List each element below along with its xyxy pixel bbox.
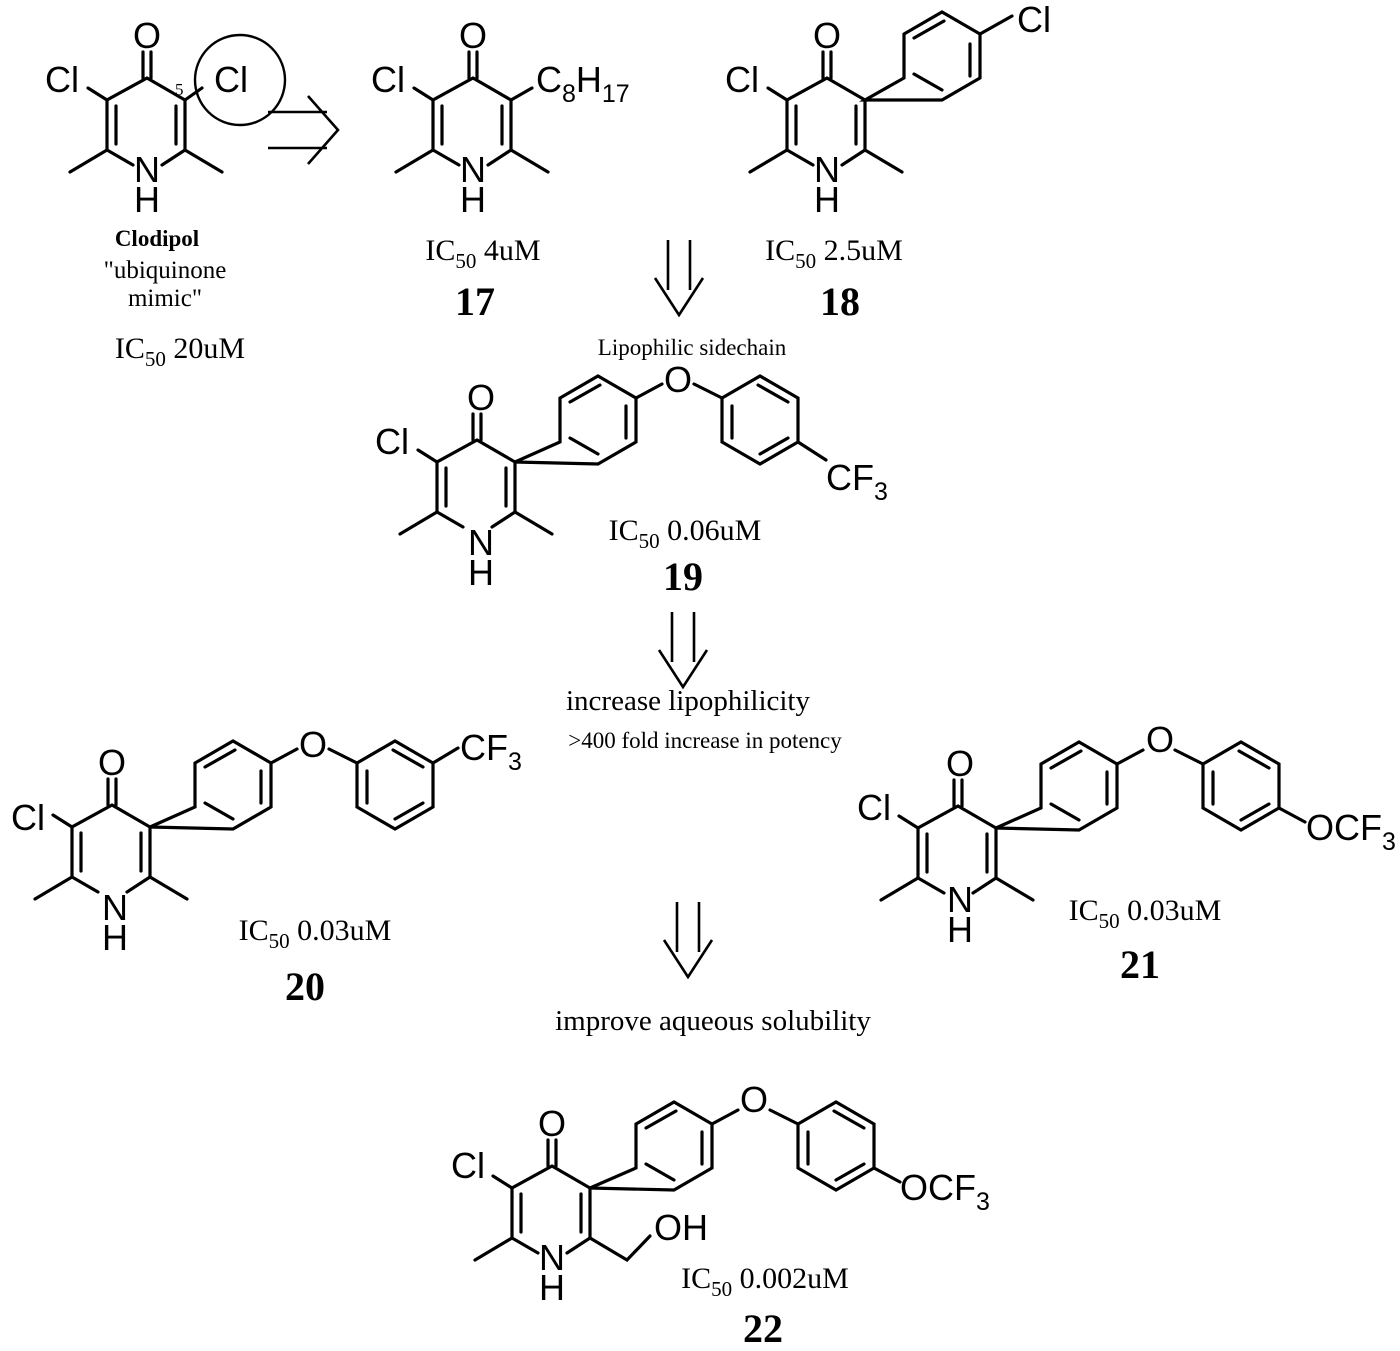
step-1-label: Lipophilic sidechain — [598, 335, 787, 360]
compound-19-ic50: IC50 0.06uM — [609, 514, 762, 553]
nitrogen-label: N — [134, 149, 160, 190]
down-arrow-1 — [653, 240, 705, 318]
chlorine-label: Cl — [45, 59, 79, 100]
ether-oxygen-label: O — [1146, 719, 1174, 760]
clodipol-description-line1: "ubiquinone — [104, 257, 227, 284]
hydrogen-label: H — [460, 179, 486, 220]
trifluoromethyl-label: CF3 — [826, 457, 888, 506]
clodipol-ic50: IC50 20uM — [115, 332, 245, 371]
nitrogen-label: N — [814, 149, 840, 190]
down-arrow-2 — [657, 612, 709, 690]
step-2-detail: >400 fold increase in potency — [568, 728, 842, 753]
compound-22-number: 22 — [743, 1306, 783, 1351]
chlorine-label: Cl — [11, 797, 45, 838]
chlorine-5-label: Cl — [214, 59, 248, 100]
octyl-label: C8H17 — [536, 59, 630, 108]
oxygen-label: O — [459, 15, 487, 56]
clodipol-description-line2: mimic" — [128, 285, 202, 312]
compound-17-ic50: IC50 4uM — [425, 234, 540, 273]
compound-19-number: 19 — [663, 554, 703, 599]
compound-18-ic50: IC50 2.5uM — [765, 234, 903, 273]
nitrogen-label: N — [947, 879, 973, 920]
oxygen-label: O — [133, 15, 161, 56]
compound-21-number: 21 — [1120, 942, 1160, 987]
hydrogen-label: H — [814, 179, 840, 220]
hydrogen-label: H — [134, 179, 160, 220]
hydrogen-label: H — [468, 552, 494, 593]
compound-17-structure: O Cl N H C8H17 IC50 4uM 17 — [371, 15, 630, 324]
hydrogen-label: H — [539, 1267, 565, 1308]
position-5-label: 5 — [175, 80, 184, 99]
clodipol-structure: O Cl Cl N H 5 Clodipol "ubiquinone mimic… — [45, 15, 287, 371]
implies-arrow — [268, 95, 340, 165]
compound-20-ic50: IC50 0.03uM — [239, 914, 392, 953]
compound-20-number: 20 — [285, 964, 325, 1009]
nitrogen-label: N — [460, 149, 486, 190]
compound-19-structure: O Cl O CF3 N H IC50 0.06uM 19 — [375, 359, 888, 599]
nitrogen-label: N — [102, 887, 128, 928]
nitrogen-label: N — [539, 1237, 565, 1278]
highlight-circle — [193, 33, 287, 127]
oxygen-label: O — [813, 15, 841, 56]
chlorine-label: Cl — [725, 59, 759, 100]
chlorine-label: Cl — [375, 421, 409, 462]
compound-22-structure: O Cl O OCF3 OH N H IC50 0.002uM 22 — [451, 1079, 990, 1351]
trifluoromethoxy-label: OCF3 — [1306, 807, 1396, 856]
compound-21-ic50: IC50 0.03uM — [1069, 894, 1222, 933]
oxygen-label: O — [467, 377, 495, 418]
hydrogen-label: H — [947, 909, 973, 950]
hydroxyl-label: OH — [654, 1207, 708, 1248]
chlorine-label: Cl — [451, 1145, 485, 1186]
compound-18-number: 18 — [820, 279, 860, 324]
chlorine-label: Cl — [371, 59, 405, 100]
compound-17-number: 17 — [455, 279, 495, 324]
chlorine-para-label: Cl — [1017, 0, 1051, 40]
oxygen-label: O — [538, 1103, 566, 1144]
compound-22-ic50: IC50 0.002uM — [681, 1262, 849, 1301]
nitrogen-label: N — [468, 522, 494, 563]
compound-18-structure: O Cl Cl N H IC50 2.5uM 18 — [725, 0, 1051, 324]
step-2-label: increase lipophilicity — [566, 685, 811, 717]
ether-oxygen-label: O — [740, 1079, 768, 1120]
chlorine-label: Cl — [857, 787, 891, 828]
trifluoromethyl-label: CF3 — [460, 727, 522, 776]
ether-oxygen-label: O — [299, 724, 327, 765]
trifluoromethoxy-label: OCF3 — [900, 1167, 990, 1216]
clodipol-name: Clodipol — [115, 226, 199, 251]
oxygen-label: O — [946, 743, 974, 784]
oxygen-label: O — [98, 742, 126, 783]
hydrogen-label: H — [102, 917, 128, 958]
down-arrow-3 — [662, 902, 714, 980]
compound-21-structure: O Cl O OCF3 N H IC50 0.03uM 21 — [857, 719, 1396, 987]
step-3-label: improve aqueous solubility — [555, 1005, 871, 1037]
compound-20-structure: O Cl O CF3 N H IC50 0.03uM 20 — [11, 724, 522, 1009]
ether-oxygen-label: O — [664, 359, 692, 400]
